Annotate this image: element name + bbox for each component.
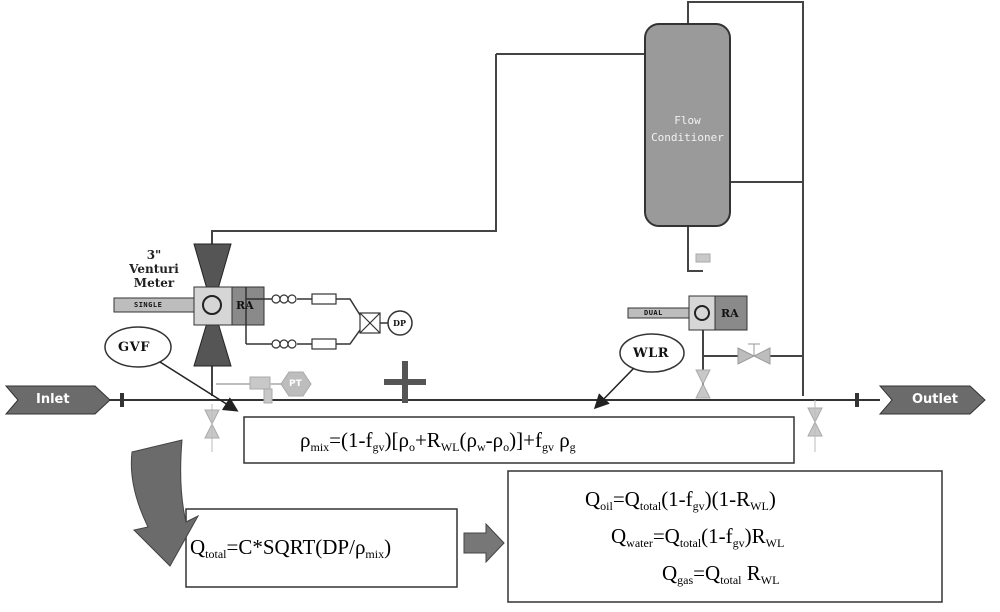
outlet-flange	[855, 393, 859, 407]
total-flow-box	[185, 508, 458, 588]
gvf-pointer	[159, 361, 239, 412]
dp-fittings	[271, 293, 381, 350]
pt-assembly	[216, 371, 312, 404]
phase-flow-box	[507, 470, 943, 603]
gas-flow-equation: Qgas=Qtotal RWL	[662, 561, 780, 587]
dp-impulse-lines	[245, 287, 388, 345]
wlr-label: WLR	[633, 346, 670, 361]
result-arrow	[463, 522, 505, 564]
sampling-valves	[204, 253, 823, 452]
inlet-label: Inlet	[36, 392, 70, 407]
gvf-bubble	[104, 326, 172, 368]
flow-conditioner-vessel	[644, 23, 731, 227]
vessel-label-line2: Conditioner	[651, 131, 724, 144]
mix-density-box	[243, 416, 795, 464]
outlet-arrow	[878, 385, 986, 415]
dual-tag: DUAL	[644, 309, 663, 317]
wlr-pointer	[593, 367, 635, 410]
vessel-label-line1: Flow	[674, 114, 701, 127]
inlet-flange	[120, 393, 124, 407]
total-flow-equation: Qtotal=C*SQRT(DP/ρmix)	[190, 535, 392, 561]
piping-lines	[211, 1, 804, 396]
ra-label-right: RA	[721, 307, 739, 320]
ra-label-left: RA	[236, 299, 254, 312]
venturi-size-label: 3"	[146, 248, 162, 262]
venturi-name-label: Venturi	[129, 262, 179, 276]
venturi-meter	[113, 243, 265, 367]
oil-flow-equation: Qoil=Qtotal(1-fgv)(1-RWL)	[585, 487, 776, 513]
dp-transmitter	[387, 310, 413, 336]
water-flow-equation: Qwater=Qtotal(1-fgv)RWL	[611, 524, 785, 550]
meter-label: Meter	[133, 276, 175, 290]
right-meter	[627, 295, 748, 331]
bypass-valve	[737, 343, 771, 365]
outlet-label: Outlet	[912, 392, 959, 407]
curved-flow-arrow	[130, 439, 200, 567]
single-tag: SINGLE	[134, 301, 163, 309]
plus-symbol	[384, 361, 426, 403]
inlet-arrow	[4, 385, 111, 415]
wlr-bubble	[619, 333, 685, 373]
pt-label: PT	[289, 379, 302, 389]
mix-density-equation: ρmix=(1-fgv)[ρo+RWL(ρw-ρo)]+fgv ρg	[300, 428, 576, 454]
dp-label: DP	[393, 318, 406, 328]
gvf-label: GVF	[118, 340, 150, 355]
